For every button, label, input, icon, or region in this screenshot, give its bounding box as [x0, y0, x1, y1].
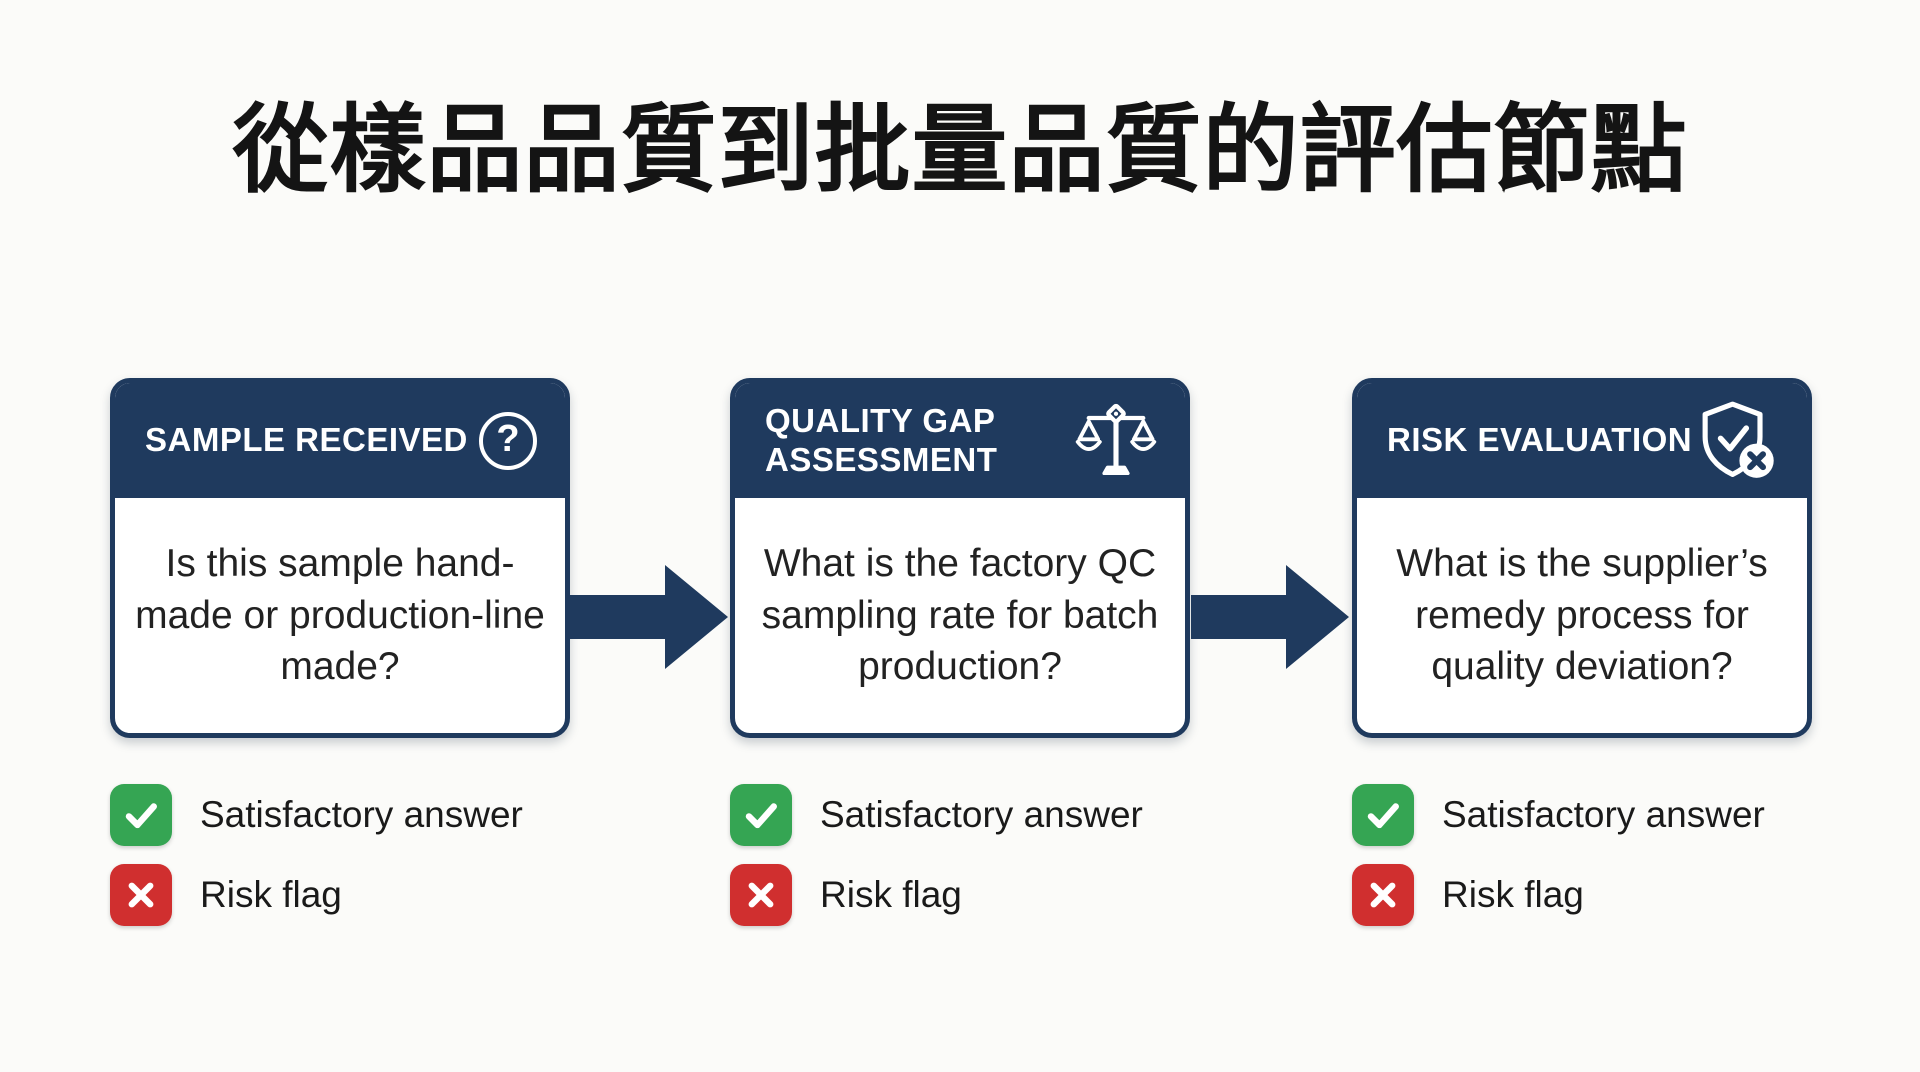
step-card-quality-gap-assessment: QUALITY GAP ASSESSMENT What is the facto… — [730, 378, 1190, 738]
page-title: 從樣品品質到批量品質的評估節點 — [232, 97, 1688, 204]
legend: Satisfactory answer Risk flag — [730, 784, 1190, 926]
card-header: RISK EVALUATION — [1357, 383, 1807, 498]
card-header: SAMPLE RECEIVED ? — [115, 383, 565, 498]
x-icon — [1352, 864, 1414, 926]
card-header: QUALITY GAP ASSESSMENT — [735, 383, 1185, 498]
check-icon — [1352, 784, 1414, 846]
legend-label-positive: Satisfactory answer — [200, 794, 523, 835]
step-card-sample-received: SAMPLE RECEIVED ? Is this sample hand-ma… — [110, 378, 570, 738]
balance-scale-icon — [1075, 403, 1157, 475]
legend-label-positive: Satisfactory answer — [1442, 794, 1765, 835]
card-question-text: Is this sample hand-made or production-l… — [135, 542, 545, 689]
legend-label-negative: Risk flag — [200, 874, 342, 915]
legend: Satisfactory answer Risk flag — [110, 784, 570, 926]
shield-check-icon — [1702, 401, 1774, 478]
step-column-quality-gap-assessment: QUALITY GAP ASSESSMENT What is the facto… — [730, 378, 1190, 926]
legend: Satisfactory answer Risk flag — [1352, 784, 1812, 926]
card-header-label: QUALITY GAP ASSESSMENT — [765, 401, 998, 478]
flow-arrow-icon — [570, 565, 728, 669]
step-column-sample-received: SAMPLE RECEIVED ? Is this sample hand-ma… — [110, 378, 570, 926]
legend-row-positive: Satisfactory answer — [110, 784, 570, 846]
legend-row-negative: Risk flag — [730, 864, 1190, 926]
card-header-label: SAMPLE RECEIVED — [145, 421, 468, 459]
x-icon — [110, 864, 172, 926]
legend-label-positive: Satisfactory answer — [820, 794, 1143, 835]
legend-row-positive: Satisfactory answer — [1352, 784, 1812, 846]
card-question-text: What is the factory QC sampling rate for… — [761, 542, 1159, 689]
legend-row-positive: Satisfactory answer — [730, 784, 1190, 846]
flow-arrow-icon — [1191, 565, 1349, 669]
step-column-risk-evaluation: RISK EVALUATION What is the supplier’s r… — [1352, 378, 1812, 926]
legend-row-negative: Risk flag — [1352, 864, 1812, 926]
x-icon — [730, 864, 792, 926]
legend-row-negative: Risk flag — [110, 864, 570, 926]
step-card-risk-evaluation: RISK EVALUATION What is the supplier’s r… — [1352, 378, 1812, 738]
legend-label-negative: Risk flag — [820, 874, 962, 915]
check-icon — [730, 784, 792, 846]
question-circle-icon: ? — [479, 411, 537, 470]
card-header-label: RISK EVALUATION — [1387, 421, 1693, 459]
card-question-text: What is the supplier’s remedy process fo… — [1396, 542, 1768, 689]
check-icon — [110, 784, 172, 846]
legend-label-negative: Risk flag — [1442, 874, 1584, 915]
